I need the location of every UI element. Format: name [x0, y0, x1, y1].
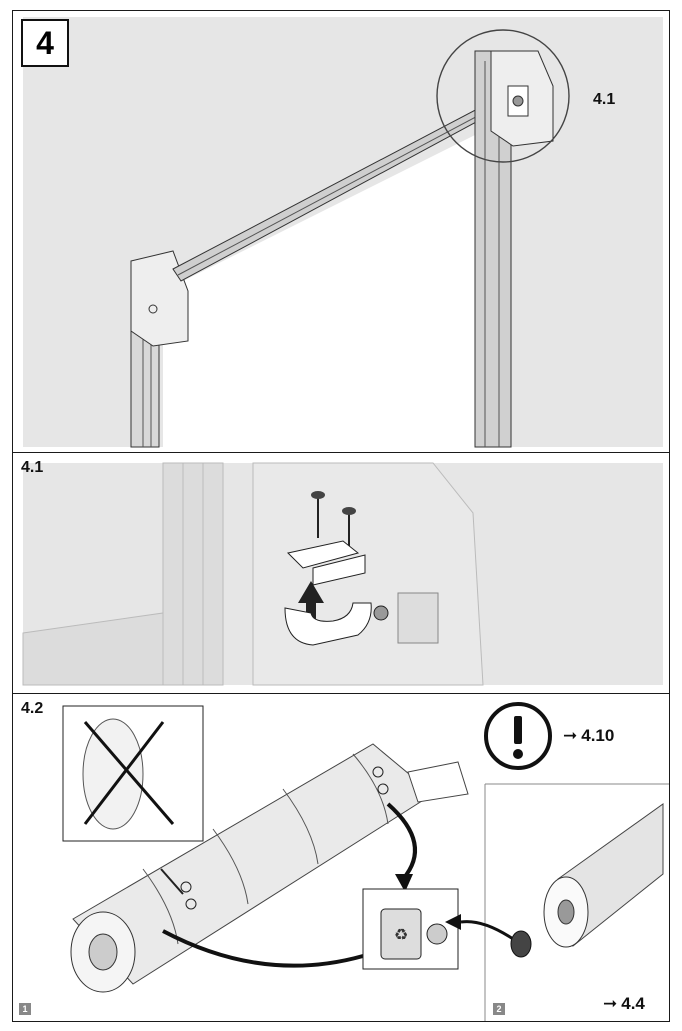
warning-reference: ➞ 4.10: [563, 726, 614, 746]
bracket-mount-illustration: [22, 462, 663, 686]
arrow-right-icon: ➞: [563, 726, 578, 745]
sub-step-1-marker: 1: [19, 1003, 31, 1015]
svg-text:♻: ♻: [394, 925, 408, 944]
unpacking-illustration: ♻: [62, 702, 669, 1021]
next-step-reference: ➞ 4.4: [603, 994, 645, 1014]
panel-detail-4-1: 4.1: [12, 452, 670, 694]
panel-label-4-2: 4.2: [21, 700, 44, 717]
callout-label-detail: 4.1: [593, 91, 616, 108]
sub-step-2-marker: 2: [493, 1003, 505, 1015]
step-number-badge: 4: [21, 19, 69, 67]
frame-assembly-illustration: [23, 17, 663, 448]
panel-step-4: 4 4.1: [12, 10, 670, 453]
next-ref-label: 4.4: [621, 994, 645, 1013]
arrow-right-icon: ➞: [603, 994, 618, 1013]
warning-ref-label: 4.10: [581, 726, 615, 745]
panel-label-4-1: 4.1: [21, 459, 44, 476]
panel-detail-4-2: ♻ 4.2 ➞ 4.10 ➞ 4.4 1 2: [12, 693, 670, 1022]
